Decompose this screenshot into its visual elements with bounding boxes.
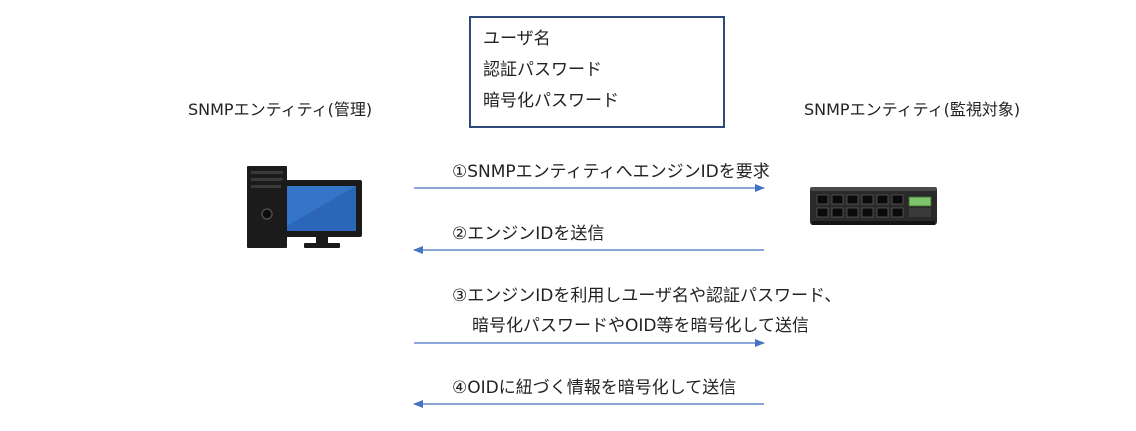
credential-username: ユーザ名 (483, 29, 551, 49)
step-1-label: ①SNMPエンティティへエンジンIDを要求 (452, 162, 770, 182)
step-3-label-line1: ③エンジンIDを利用しユーザ名や認証パスワード、 (452, 286, 842, 306)
desktop-computer-icon (247, 166, 362, 248)
manager-entity-label: SNMPエンティティ(管理) (188, 100, 373, 119)
credential-auth-password: 認証パスワード (483, 60, 602, 80)
credentials-box: ユーザ名 認証パスワード 暗号化パスワード (469, 16, 725, 128)
step-3-label-line2: 暗号化パスワードやOID等を暗号化して送信 (472, 316, 809, 336)
step-2-label: ②エンジンIDを送信 (452, 224, 605, 244)
agent-entity-label: SNMPエンティティ(監視対象) (804, 100, 1021, 119)
credential-encryption-password: 暗号化パスワード (483, 91, 619, 111)
network-switch-icon (810, 187, 937, 225)
step-4-label: ④OIDに紐づく情報を暗号化して送信 (452, 378, 737, 398)
